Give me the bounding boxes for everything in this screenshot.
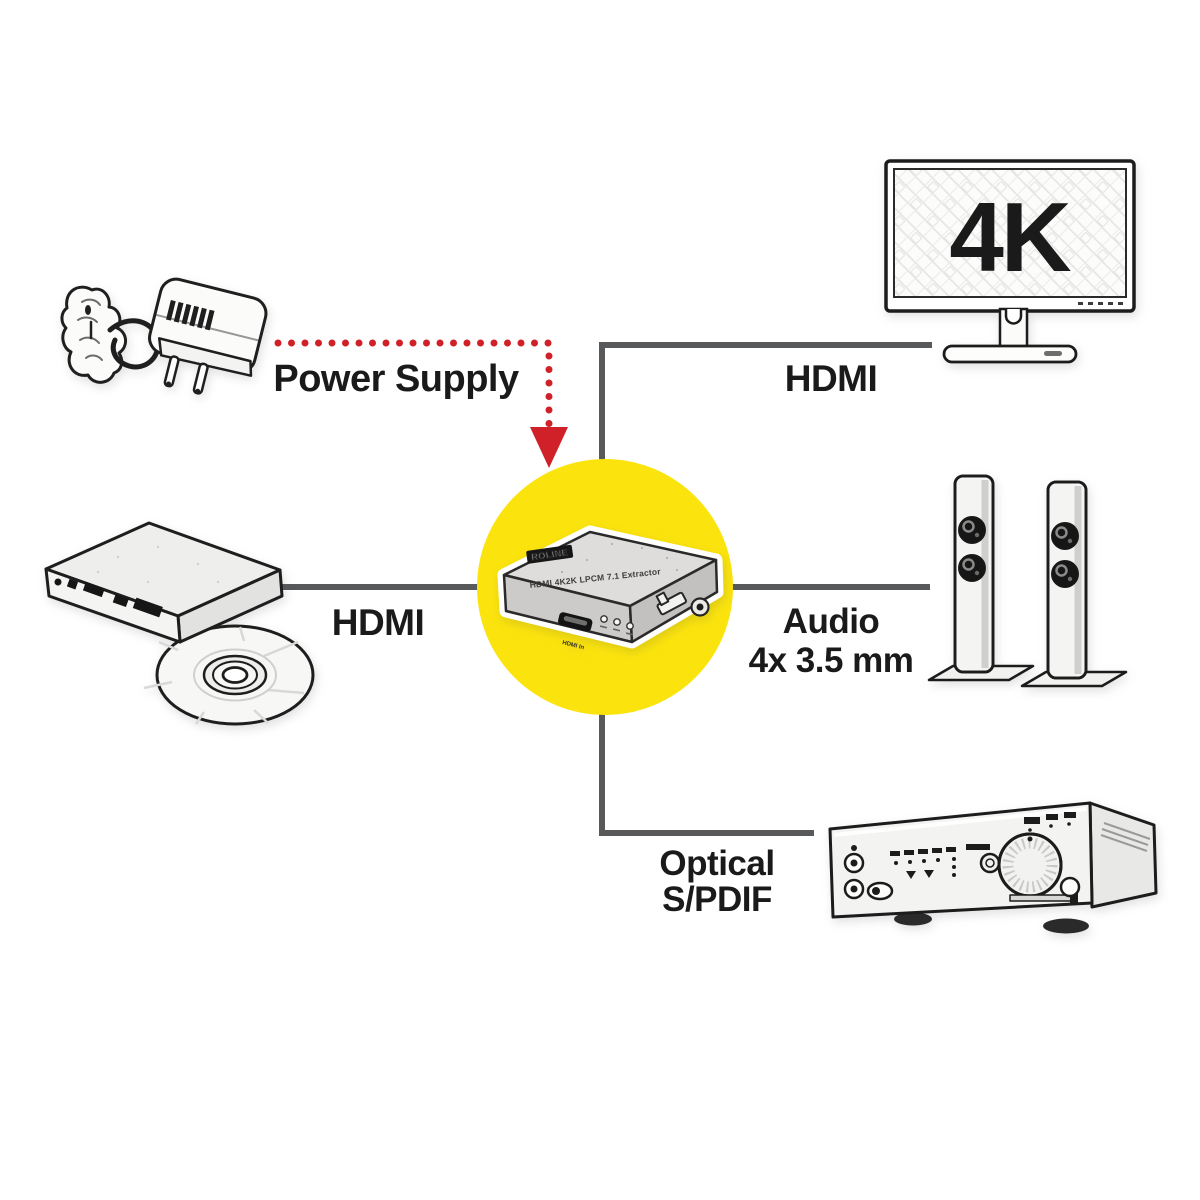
monitor-screen	[893, 168, 1127, 298]
plug-pin	[192, 362, 209, 395]
speaker-right	[1020, 480, 1128, 688]
player-body	[44, 521, 284, 644]
audio-label-line1: Audio	[782, 602, 880, 641]
audio-label: Audio 4x 3.5 mm	[749, 602, 914, 680]
disc-icon	[143, 616, 315, 726]
speaker-left	[927, 474, 1035, 682]
hdmi-in-port	[557, 612, 593, 632]
optical-label: Optical S/PDIF	[659, 844, 775, 919]
receiver-side	[1088, 801, 1158, 909]
hdmi-tv-label: HDMI	[784, 358, 878, 399]
optical-label-line2: S/PDIF	[662, 880, 772, 919]
tv-4k-illustration: 4K	[884, 159, 1136, 364]
audio-label-line2: 4x 3.5 mm	[748, 641, 914, 680]
tv-screen-label: 4K	[949, 182, 1071, 292]
plug-pin	[163, 355, 180, 388]
hdmi-source-label: HDMI	[331, 602, 425, 643]
power-arrowhead-icon	[530, 427, 568, 468]
connector-source-horizontal	[272, 584, 492, 590]
device-switch	[655, 591, 688, 616]
receiver-buttons	[890, 844, 990, 879]
connector-tv-vertical	[599, 342, 605, 467]
connector-speakers-horizontal	[708, 584, 930, 590]
media-player-illustration	[44, 521, 315, 726]
av-receiver-illustration	[828, 801, 1158, 934]
extractor-device-illustration: ROLINE HDMI 4K2K LPCM 7.1 Extractor HDMI…	[497, 525, 724, 651]
device-brand-logo: ROLINE	[526, 544, 574, 564]
power-arrow	[274, 339, 568, 468]
connector-optical-horizontal	[599, 830, 814, 836]
device-leds	[599, 615, 634, 636]
optical-label-line1: Optical	[659, 844, 775, 883]
power-supply-label: Power Supply	[273, 358, 519, 400]
power-supply-illustration	[60, 277, 268, 395]
hdmi-in-label: HDMI In	[562, 640, 585, 651]
monitor-indicator-dots	[1078, 302, 1123, 305]
monitor-stand-base	[942, 344, 1078, 364]
connector-tv-horizontal	[599, 342, 932, 348]
speakers-illustration	[927, 474, 1128, 688]
connector-optical-vertical	[599, 705, 605, 836]
